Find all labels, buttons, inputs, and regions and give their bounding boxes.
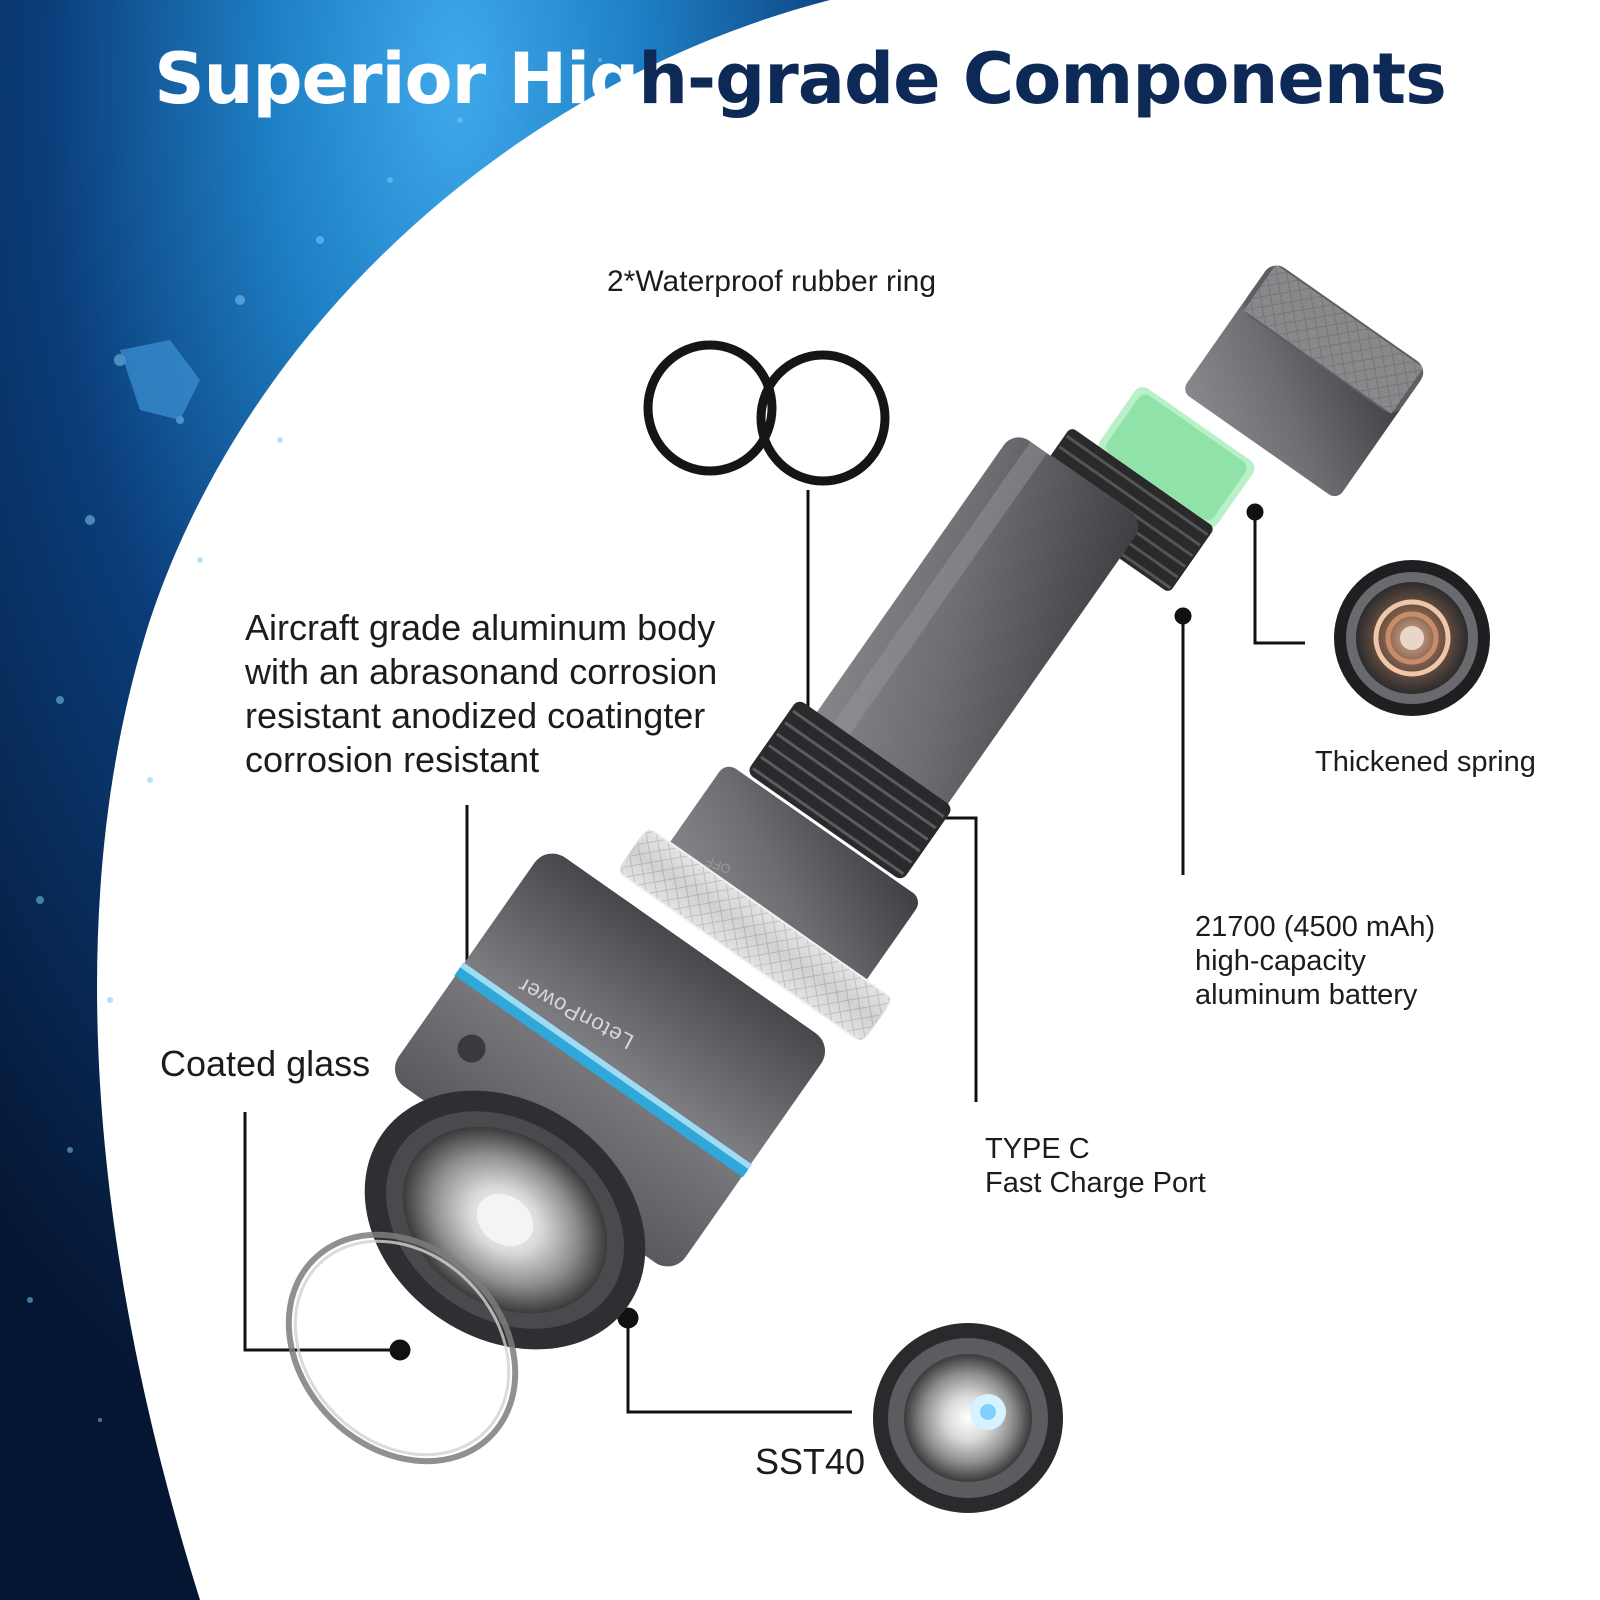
coated-glass-ring [285, 1231, 519, 1465]
label-type-c: TYPE C Fast Charge Port [985, 1132, 1206, 1200]
battery-glow [1098, 387, 1255, 528]
dot-led [617, 1307, 639, 1329]
label-body-line1: Aircraft grade aluminum body [245, 607, 716, 648]
rubber-rings [643, 340, 890, 486]
dot-battery [1174, 607, 1192, 625]
tail-cap [1185, 264, 1424, 497]
flashlight [364, 264, 1424, 1350]
label-type-c-line2: Fast Charge Port [985, 1167, 1206, 1200]
title-white-part: Superior Hig [154, 38, 639, 120]
page-title: Superior High-grade Components [0, 38, 1600, 120]
ocean-background [0, 0, 830, 1600]
label-battery-line1: 21700 (4500 mAh) [1195, 911, 1436, 943]
label-body-line4: corrosion resistant [245, 738, 540, 780]
led-closeup [873, 1323, 1063, 1513]
label-led: SST40 [755, 1441, 866, 1482]
body-tube [791, 437, 1139, 843]
dot-spring [1246, 503, 1264, 521]
line-coated-glass [243, 1112, 400, 1352]
bezel [364, 1090, 646, 1350]
label-coated-glass: Coated glass [160, 1043, 371, 1084]
dot-coated-glass [389, 1339, 411, 1361]
label-body: Aircraft grade aluminum body with an abr… [245, 606, 717, 782]
rubber-ring-2 [756, 350, 890, 486]
label-body-line3: resistant anodized coatingter [245, 694, 706, 736]
label-battery: 21700 (4500 mAh) high-capacity aluminum … [1195, 910, 1435, 1013]
rubber-ring-1 [643, 340, 777, 476]
label-battery-line3: aluminum battery [1195, 979, 1418, 1012]
line-led [626, 1318, 852, 1414]
head-threads [749, 701, 951, 879]
head [394, 853, 826, 1267]
coated-glass-ring-inner [293, 1239, 511, 1457]
spring-closeup [1334, 560, 1490, 716]
knurled-ring [618, 828, 892, 1042]
label-battery-line2: high-capacity [1195, 945, 1366, 978]
label-rubber-ring: 2*Waterproof rubber ring [607, 265, 937, 298]
ocean-particles [27, 58, 602, 1422]
label-spring: Thickened spring [1315, 746, 1536, 778]
title-dark-part: h-grade Components [638, 38, 1447, 120]
line-spring [1253, 512, 1305, 645]
switch-collar [661, 766, 919, 994]
label-body-line2: with an abrasonand corrosion [245, 650, 718, 692]
ocean-rock [120, 340, 200, 420]
label-type-c-line1: TYPE C [985, 1133, 1090, 1165]
